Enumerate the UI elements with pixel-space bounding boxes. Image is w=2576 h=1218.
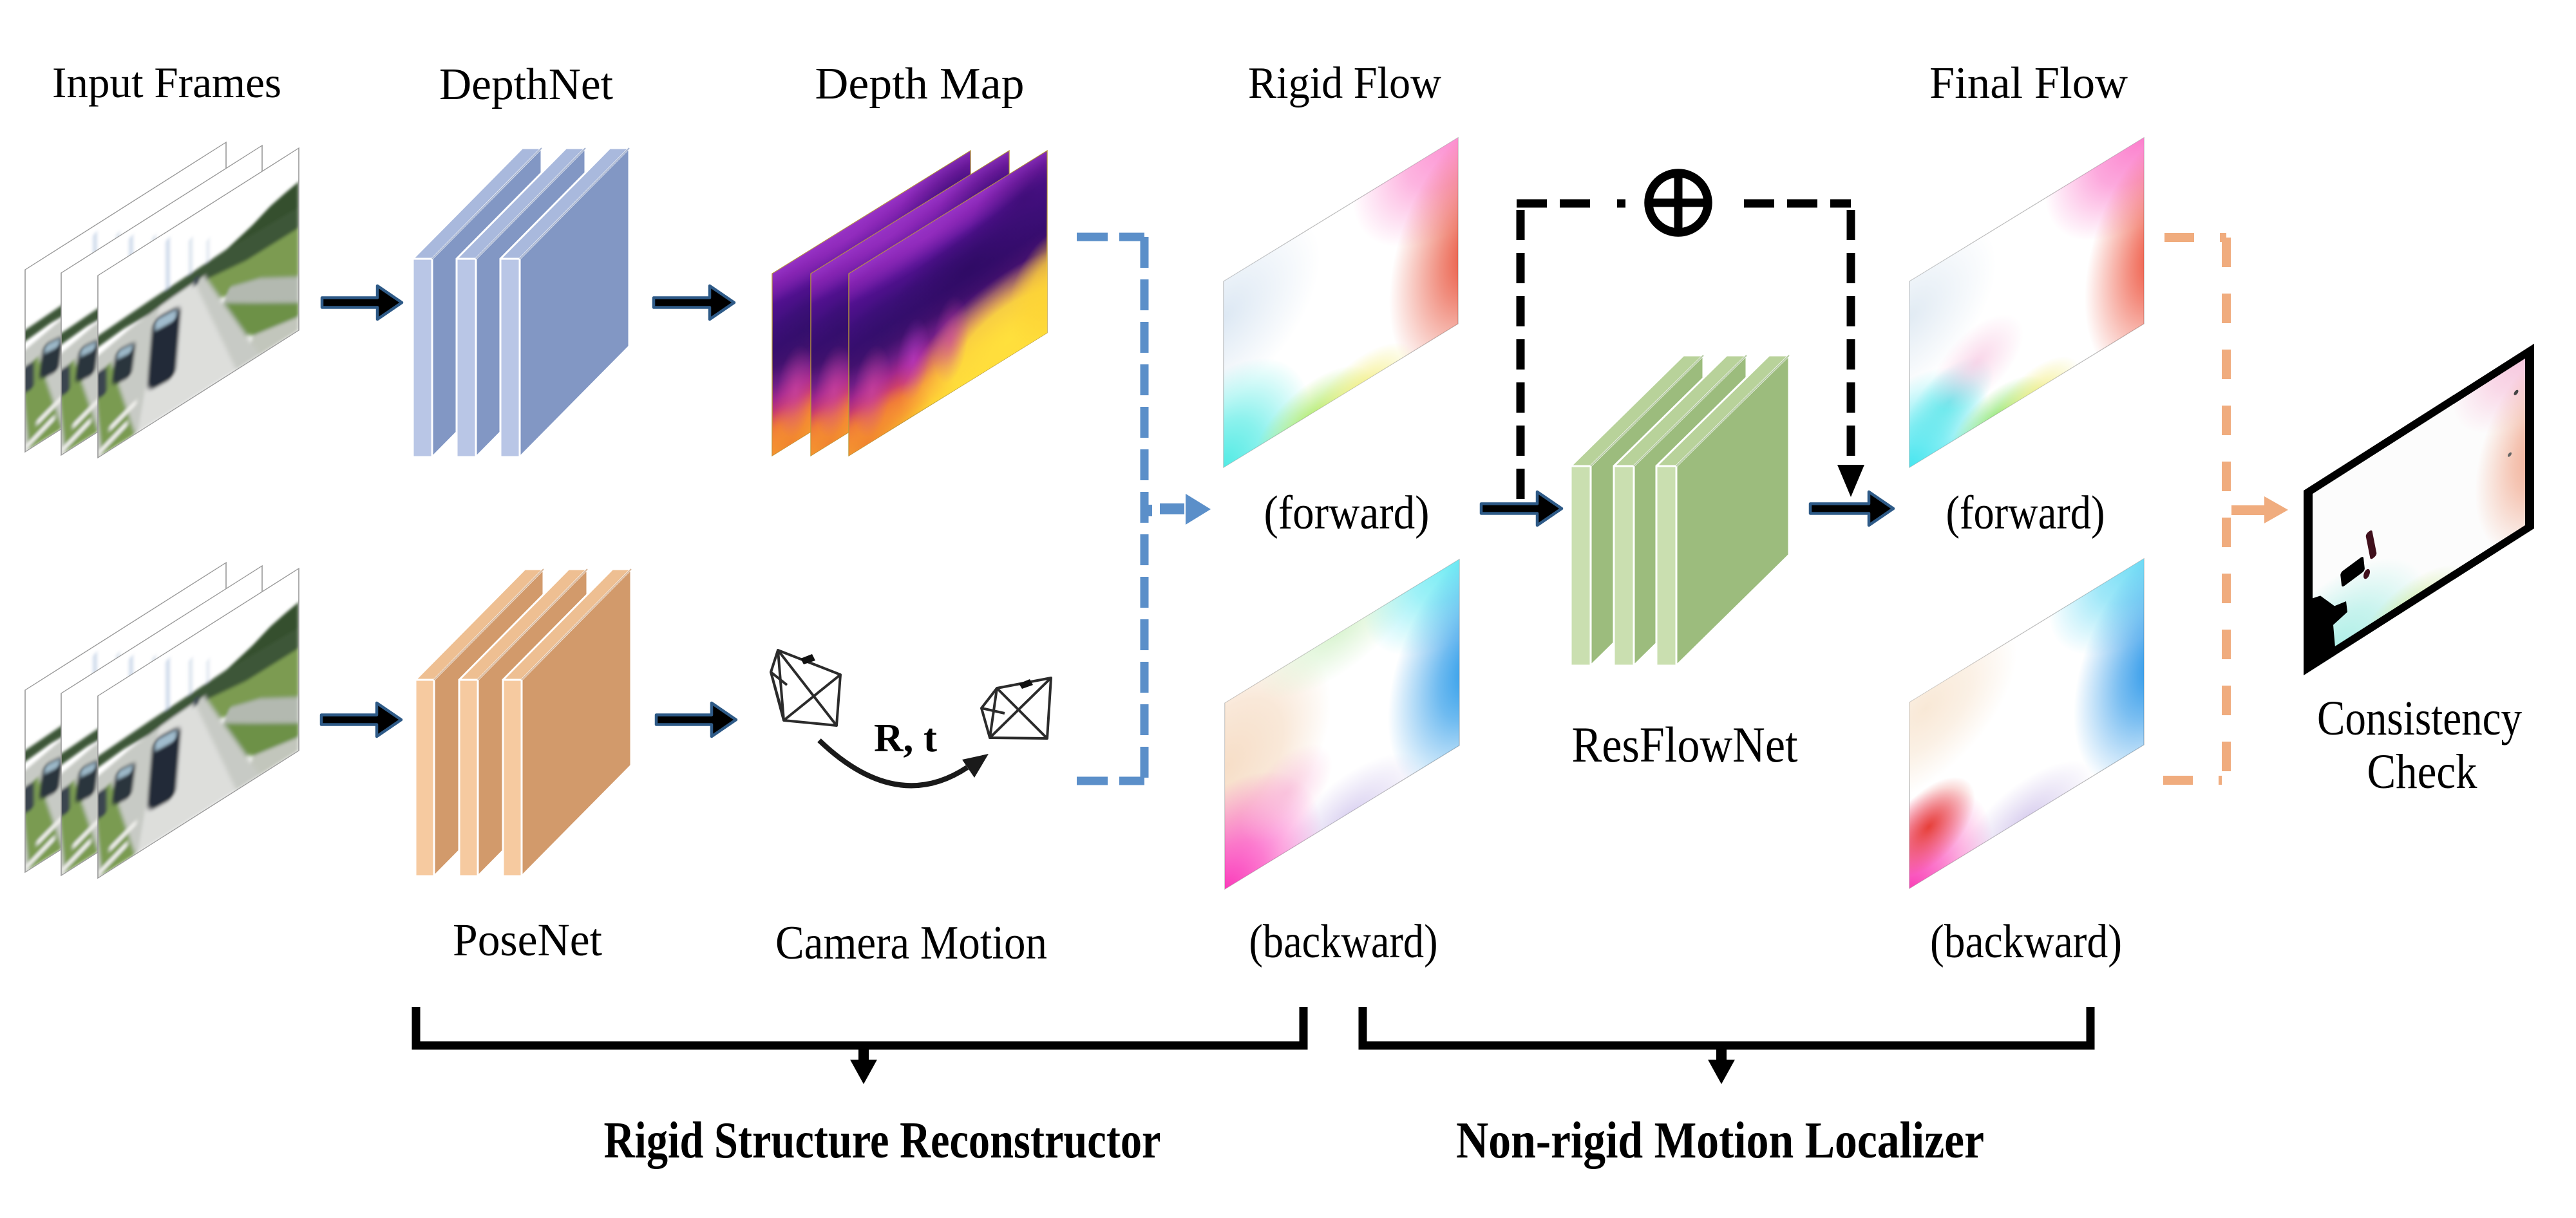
svg-text:R, t: R, t [874,717,937,760]
svg-text:Consistency: Consistency [2317,691,2522,745]
svg-text:Depth Map: Depth Map [815,59,1025,109]
svg-text:Rigid Structure Reconstructor: Rigid Structure Reconstructor [604,1111,1161,1169]
svg-text:(backward): (backward) [1930,915,2122,968]
svg-text:Non-rigid Motion Localizer: Non-rigid Motion Localizer [1456,1111,1984,1169]
svg-text:(forward): (forward) [1264,487,1430,539]
svg-text:PoseNet: PoseNet [453,914,602,966]
svg-text:Rigid Flow: Rigid Flow [1248,59,1441,108]
svg-text:DepthNet: DepthNet [439,60,614,109]
svg-text:Camera Motion: Camera Motion [775,917,1047,970]
svg-text:(forward): (forward) [1946,487,2105,539]
svg-text:(backward): (backward) [1249,915,1438,968]
svg-text:ResFlowNet: ResFlowNet [1572,717,1798,773]
svg-text:Check: Check [2367,745,2477,799]
svg-text:Input Frames: Input Frames [52,58,281,107]
svg-text:Final Flow: Final Flow [1929,59,2128,108]
